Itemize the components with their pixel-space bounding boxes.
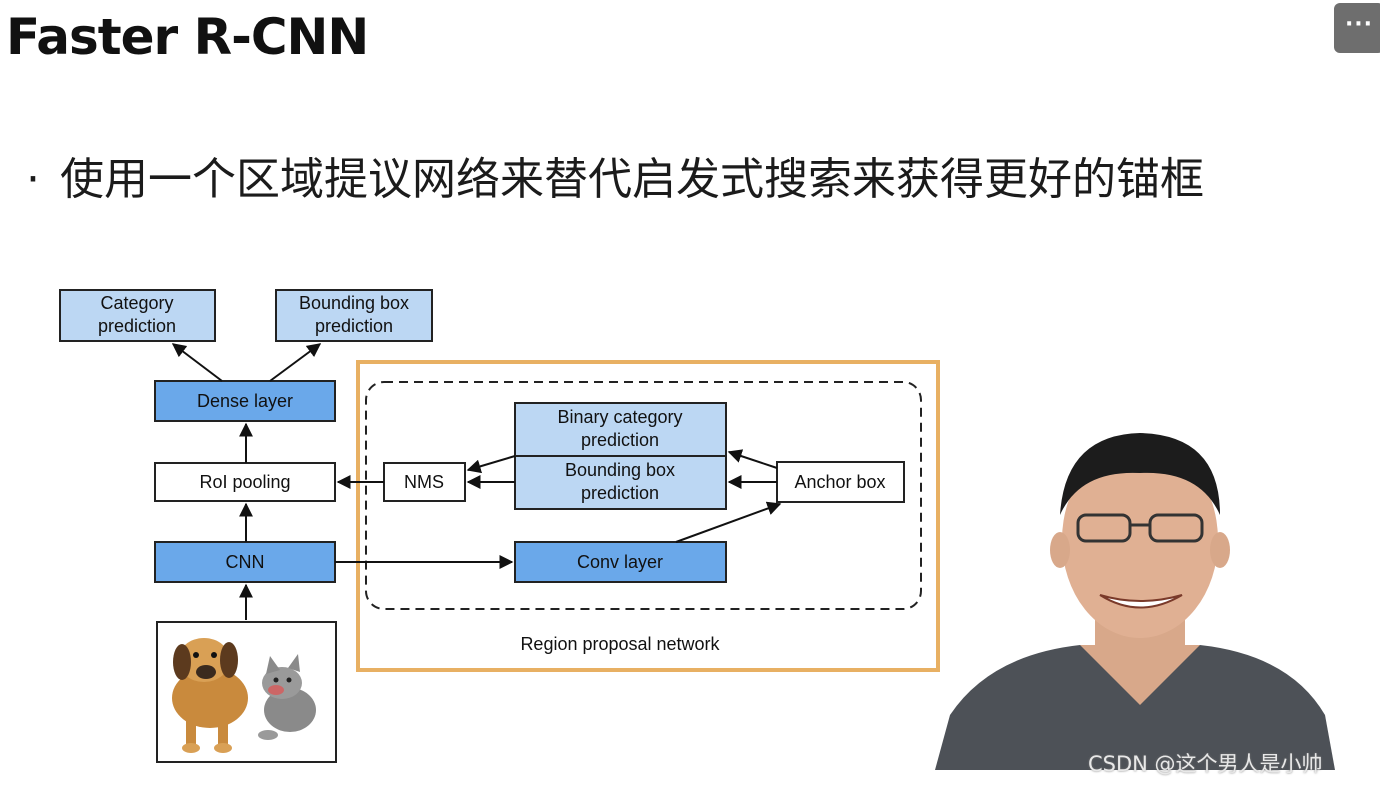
category-prediction-line1: Category bbox=[100, 293, 173, 313]
cnn-box: CNN bbox=[154, 541, 336, 583]
arrow-binary-to-nms bbox=[466, 455, 516, 474]
category-prediction-box: Category prediction bbox=[59, 289, 216, 342]
bullet-dot-icon: · bbox=[26, 154, 40, 205]
binary-category-line1: Binary category bbox=[557, 407, 682, 427]
presenter-video bbox=[935, 433, 1335, 770]
presenter-shirt bbox=[935, 645, 1335, 770]
roi-pooling-box: RoI pooling bbox=[154, 462, 336, 502]
nms-label: NMS bbox=[404, 472, 444, 492]
csdn-watermark: CSDN @这个男人是小帅 bbox=[1088, 752, 1323, 776]
cnn-label: CNN bbox=[226, 552, 265, 572]
rpn-bounding-box-prediction-box: Bounding box prediction bbox=[514, 455, 727, 510]
category-prediction-line2: prediction bbox=[98, 316, 176, 336]
rpn-frame bbox=[356, 360, 940, 672]
bullet-item: · 使用一个区域提议网络来替代启发式搜索来获得更好的锚框 bbox=[26, 150, 1204, 210]
binary-category-line2: prediction bbox=[581, 430, 659, 450]
arrow-anchor-to-binary bbox=[727, 449, 778, 469]
binary-category-prediction-box: Binary category prediction bbox=[514, 402, 727, 457]
kitten-picture bbox=[258, 654, 316, 740]
conv-layer-box: Conv layer bbox=[514, 541, 727, 583]
rpn-bounding-box-line1: Bounding box bbox=[565, 460, 675, 480]
slide-title: Faster R-CNN bbox=[6, 8, 369, 66]
nms-box: NMS bbox=[383, 462, 466, 502]
presenter-smile bbox=[1099, 594, 1183, 609]
arrow-conv-to-anchor bbox=[675, 501, 782, 543]
puppy-picture bbox=[172, 638, 248, 753]
anchor-box-label: Anchor box bbox=[794, 472, 885, 492]
bullet-text: 使用一个区域提议网络来替代启发式搜索来获得更好的锚框 bbox=[60, 154, 1204, 205]
rpn-bounding-box-line2: prediction bbox=[581, 483, 659, 503]
anchor-box-box: Anchor box bbox=[776, 461, 905, 503]
bounding-box-prediction-line2: prediction bbox=[315, 316, 393, 336]
input-image bbox=[156, 621, 337, 763]
arrow-dense-to-category bbox=[171, 343, 223, 382]
arrow-dense-to-bbox bbox=[269, 343, 322, 382]
dense-layer-label: Dense layer bbox=[197, 391, 293, 411]
dense-layer-box: Dense layer bbox=[154, 380, 336, 422]
bounding-box-prediction-box: Bounding box prediction bbox=[275, 289, 433, 342]
roi-pooling-label: RoI pooling bbox=[199, 472, 290, 492]
region-proposal-network-label: Region proposal network bbox=[520, 634, 720, 654]
presenter-hair bbox=[1060, 433, 1220, 515]
more-options-button[interactable]: ··· bbox=[1334, 3, 1380, 53]
bounding-box-prediction-line1: Bounding box bbox=[299, 293, 409, 313]
rpn-dashed-region bbox=[365, 381, 922, 610]
glasses-icon bbox=[1076, 513, 1204, 543]
conv-layer-label: Conv layer bbox=[577, 552, 663, 572]
presenter-face bbox=[1062, 442, 1218, 638]
